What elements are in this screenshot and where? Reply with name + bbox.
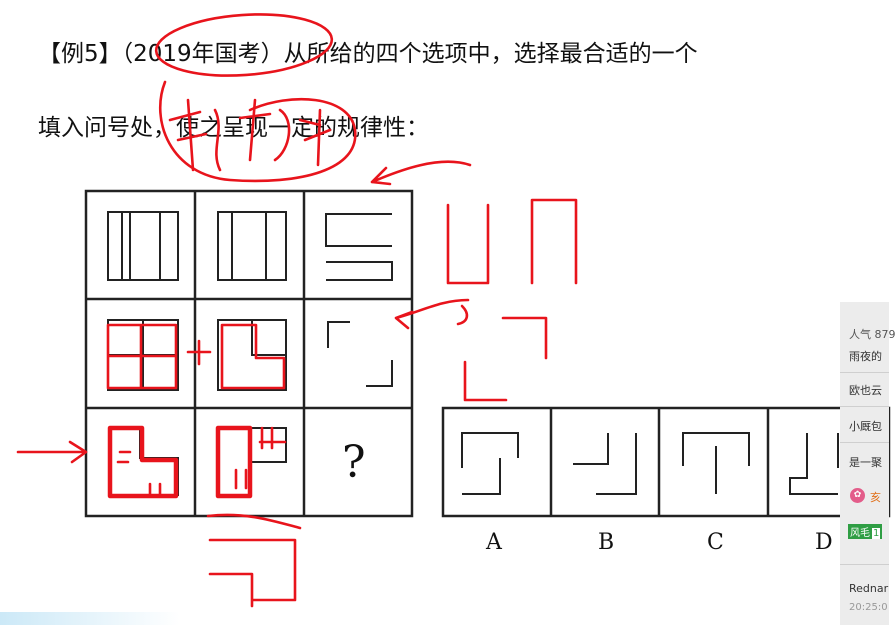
- grid-cell-r2c3: [327, 321, 393, 387]
- chat-bottom-user: Rednar: [849, 582, 889, 595]
- option-a-figure: [461, 432, 519, 495]
- options-grid: [441, 406, 891, 518]
- question-text-line1: 【例5】（2019年国考）从所给的四个选项中，选择最合适的一个: [38, 41, 698, 67]
- blurred-edge-strip: [0, 612, 180, 625]
- red-annotations: [16, 13, 578, 608]
- option-b-figure: [573, 433, 637, 495]
- question-text-line2: 填入问号处，使之呈现一定的规律性：: [38, 115, 429, 141]
- gift-text: 亥: [870, 491, 881, 504]
- chat-message: 雨夜的: [849, 350, 882, 363]
- grid-cell-r1c2: [217, 211, 287, 281]
- option-d-figure: [789, 433, 839, 495]
- chat-message: 是一聚: [849, 456, 882, 469]
- chat-popularity: 人气 879: [849, 328, 896, 341]
- option-b-label[interactable]: B: [598, 530, 615, 555]
- grid-cell-r2c2: [217, 319, 287, 391]
- option-c-label[interactable]: C: [707, 530, 724, 555]
- chat-message: 欧也云: [849, 384, 882, 397]
- option-d-label[interactable]: D: [815, 530, 833, 555]
- gift-icon: ✿: [850, 488, 865, 503]
- grid-cell-r1c1: [107, 211, 179, 281]
- grid-cell-r1c3: [325, 213, 393, 281]
- chat-message: 小厩包: [849, 420, 882, 433]
- missing-figure-question-mark: ?: [342, 437, 366, 488]
- option-a-label[interactable]: A: [486, 530, 502, 555]
- option-c-figure: [682, 432, 750, 494]
- chat-bottom-time: 20:25:0: [849, 602, 888, 613]
- question-grid: [84, 189, 414, 518]
